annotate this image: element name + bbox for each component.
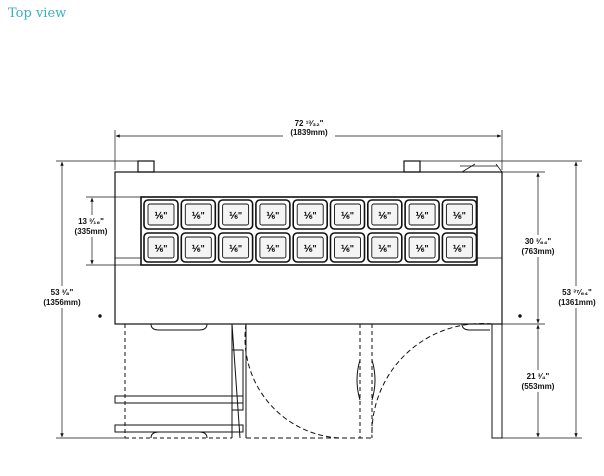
pan-slot: ⅙" xyxy=(329,232,366,263)
pan-slot: ⅙" xyxy=(255,199,291,230)
page-title: Top view xyxy=(8,6,67,21)
pan-slot: ⅙" xyxy=(366,199,403,230)
pan-size-label: ⅙" xyxy=(192,244,205,254)
pan-size-label: ⅙" xyxy=(341,244,354,254)
drawer-rail-upper xyxy=(114,395,244,404)
pan-slot: ⅙" xyxy=(292,199,329,230)
center-handle xyxy=(356,359,361,401)
pan-slot: ⅙" xyxy=(180,199,217,230)
cabinet-tab-left xyxy=(137,160,155,173)
drawer-handle-bottom xyxy=(150,431,208,439)
door-swing-right xyxy=(371,323,493,439)
overall-depth-left-mm: (1356mm) xyxy=(43,298,81,307)
pan-size-label: ⅙" xyxy=(304,244,317,254)
pan-size-label: ⅙" xyxy=(229,244,242,254)
pan-size-label: ⅙" xyxy=(378,211,391,221)
overall-width-label: 72 ¹³⁄₃₂" xyxy=(295,119,324,128)
pan-slot: ⅙" xyxy=(217,199,254,230)
right-handle xyxy=(461,323,490,331)
dimension-lines xyxy=(56,130,582,439)
pan-slot: ⅙" xyxy=(329,199,366,230)
pan-size-label: ⅙" xyxy=(416,244,429,254)
overall-depth-right-label: 53 ³⁷⁄₆₄" xyxy=(562,288,592,297)
pan-size-label: ⅙" xyxy=(192,211,205,221)
pan-size-label: ⅙" xyxy=(453,211,466,221)
pan-slot: ⅙" xyxy=(441,232,478,263)
pan-size-label: ⅙" xyxy=(453,244,466,254)
pan-slot: ⅙" xyxy=(143,199,179,230)
cabinet-depth-mm: (763mm) xyxy=(522,247,555,256)
drawer-handle-top xyxy=(150,323,208,331)
pan-size-label: ⅙" xyxy=(266,244,279,254)
center-hinge xyxy=(231,349,244,411)
pan-slot: ⅙" xyxy=(180,232,217,263)
pan-size-label: ⅙" xyxy=(416,211,429,221)
lower-section xyxy=(98,314,540,439)
overall-depth-right-mm: (1361mm) xyxy=(558,298,596,307)
pan-slot: ⅙" xyxy=(255,232,291,263)
pan-size-label: ⅙" xyxy=(155,211,168,221)
pan-size-label: ⅙" xyxy=(229,211,242,221)
pan-size-label: ⅙" xyxy=(341,211,354,221)
pan-size-label: ⅙" xyxy=(378,244,391,254)
pan-slot: ⅙" xyxy=(404,232,440,263)
pan-size-label: ⅙" xyxy=(304,211,317,221)
pan-slot: ⅙" xyxy=(441,199,478,230)
pan-slot: ⅙" xyxy=(366,232,403,263)
pan-depth-mm: (335mm) xyxy=(75,227,108,236)
cabinet-outline xyxy=(114,171,503,325)
dimension-labels: 72 ¹³⁄₃₂" (1839mm) 13 ³⁄₁₆" (335mm) 30 ³… xyxy=(38,118,600,392)
cabinet-depth-label: 30 ³⁄₆₄" xyxy=(525,237,552,246)
cabinet-tab-right xyxy=(403,160,421,173)
overall-width-mm: (1839mm) xyxy=(290,128,328,137)
pan-slot: ⅙" xyxy=(217,232,254,263)
door-swing-mm: (553mm) xyxy=(522,382,555,391)
pan-slot: ⅙" xyxy=(292,232,329,263)
pan-slot: ⅙" xyxy=(404,199,440,230)
right-door-edge xyxy=(491,323,503,439)
door-swing-label: 21 ³⁄₄" xyxy=(527,372,550,381)
pan-size-label: ⅙" xyxy=(266,211,279,221)
drawer-rail-lower xyxy=(114,424,244,433)
pan-depth-label: 13 ³⁄₁₆" xyxy=(78,217,104,226)
pan-size-label: ⅙" xyxy=(155,244,168,254)
overall-depth-left-label: 53 ³⁄₈" xyxy=(51,288,74,297)
pan-slot: ⅙" xyxy=(143,232,179,263)
pan-grid: ⅙" ⅙" ⅙" ⅙" ⅙" ⅙" ⅙" ⅙" ⅙" ⅙" ⅙" ⅙" ⅙" ⅙" ⅙" ⅙" ⅙" ⅙" xyxy=(143,199,478,263)
door-swing-left xyxy=(244,323,341,439)
